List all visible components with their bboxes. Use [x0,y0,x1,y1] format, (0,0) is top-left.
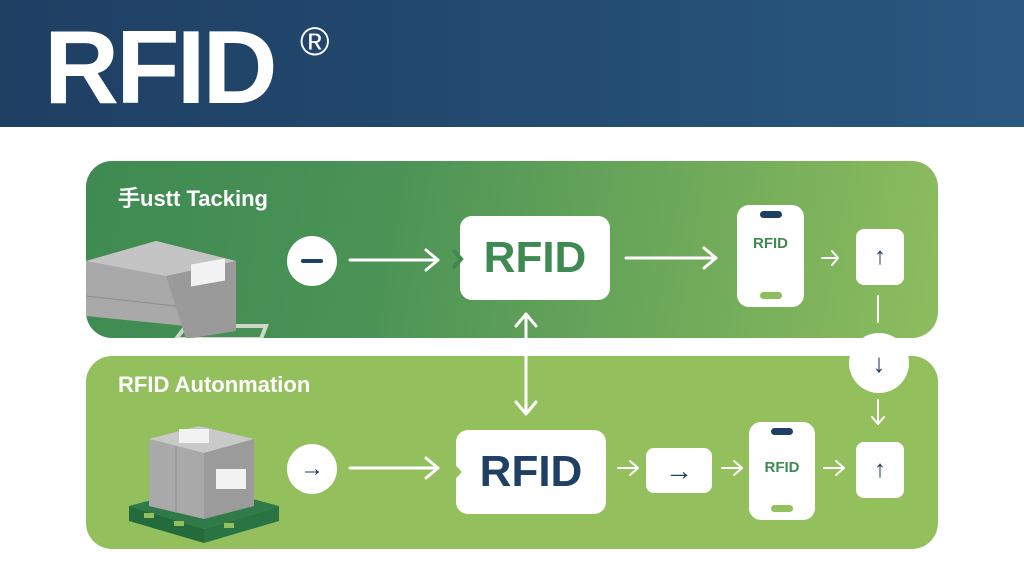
panel-title-automation: RFID Autonmation [118,372,311,397]
arrow-down-icon[interactable]: ↓ [849,333,909,393]
panel-title-tracking: 手ustt Tacking [118,186,268,211]
arrow-right-icon-middle[interactable]: → [646,448,712,493]
arrow-up-icon[interactable]: ↑ [856,229,904,285]
rfid-box-top[interactable]: RFID [460,216,610,300]
registered-mark: ® [300,20,330,64]
rfid-box-label: RFID [483,233,587,282]
rfid-automation-panel: RFID Autonmation → RFID → RFID ↑ [86,356,938,549]
phone-button-icon [771,505,793,512]
asset-tracking-panel: 手ustt Tacking RFID RFID ↑ [86,161,938,338]
rfid-reader-device-top[interactable]: RFID [737,205,804,307]
rfid-box-bottom[interactable]: RFID [456,430,606,514]
page-title: RFID [44,10,278,126]
device-label: RFID [764,459,800,476]
minus-icon[interactable] [287,236,337,286]
arrow-up-icon[interactable]: ↑ [856,442,904,498]
phone-notch-icon [759,211,782,218]
pallet-package-illustration-icon [129,426,279,543]
package-illustration-icon [86,241,269,338]
arrow-right-icon-start[interactable]: → [287,444,337,494]
rfid-reader-device-bottom[interactable]: RFID [749,422,815,520]
phone-notch-icon [771,428,793,435]
rfid-box-label: RFID [479,447,583,496]
chevron-right-icon [449,461,462,483]
phone-button-icon [759,292,782,299]
header-banner: RFID ® [0,0,1024,127]
device-label: RFID [753,235,788,252]
chevron-right-icon [451,248,464,270]
